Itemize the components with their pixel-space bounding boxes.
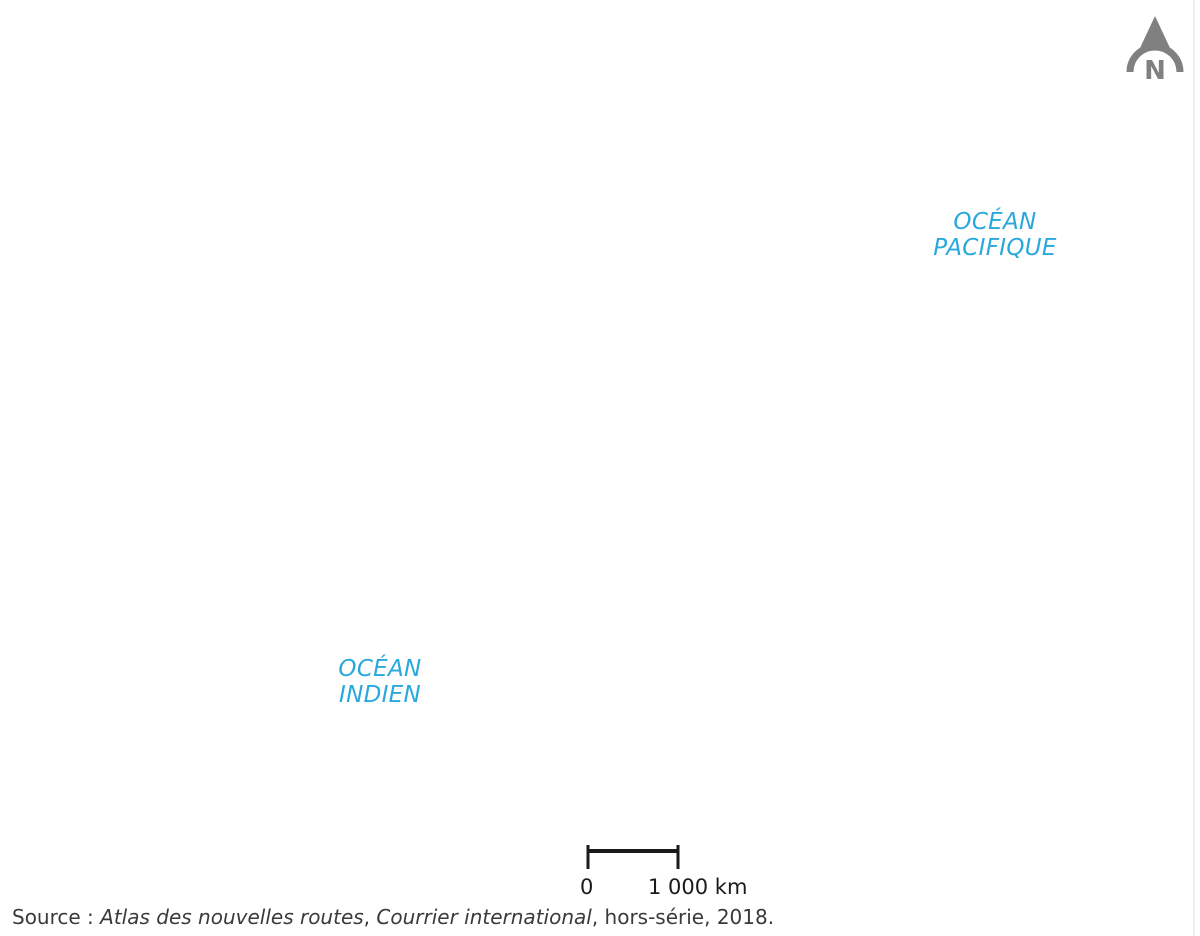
scale-bar: 0 1 000 km	[576, 843, 756, 899]
indian-ocean-label: OCÉAN INDIEN	[310, 656, 450, 708]
pacific-line-2: PACIFIQUE	[933, 235, 1057, 261]
source-separator: ,	[363, 905, 377, 929]
scale-end-label: 1 000 km	[648, 875, 748, 899]
pacific-line-1: OCÉAN	[953, 209, 1037, 235]
scale-start-label: 0	[580, 875, 594, 899]
pacific-ocean-label: OCÉAN PACIFIQUE	[920, 209, 1070, 261]
north-arrow-icon: N	[1124, 14, 1186, 86]
north-label: N	[1144, 56, 1166, 84]
indian-line-1: OCÉAN	[338, 656, 422, 682]
indian-line-2: INDIEN	[338, 682, 422, 708]
source-prefix: Source :	[12, 905, 101, 929]
source-title: Atlas des nouvelles routes	[100, 905, 364, 929]
map-right-border	[1193, 0, 1195, 936]
source-caption: Source : Atlas des nouvelles routes, Cou…	[12, 905, 774, 929]
source-rest: , hors-série, 2018.	[591, 905, 775, 929]
source-publisher: Courrier international	[376, 905, 592, 929]
